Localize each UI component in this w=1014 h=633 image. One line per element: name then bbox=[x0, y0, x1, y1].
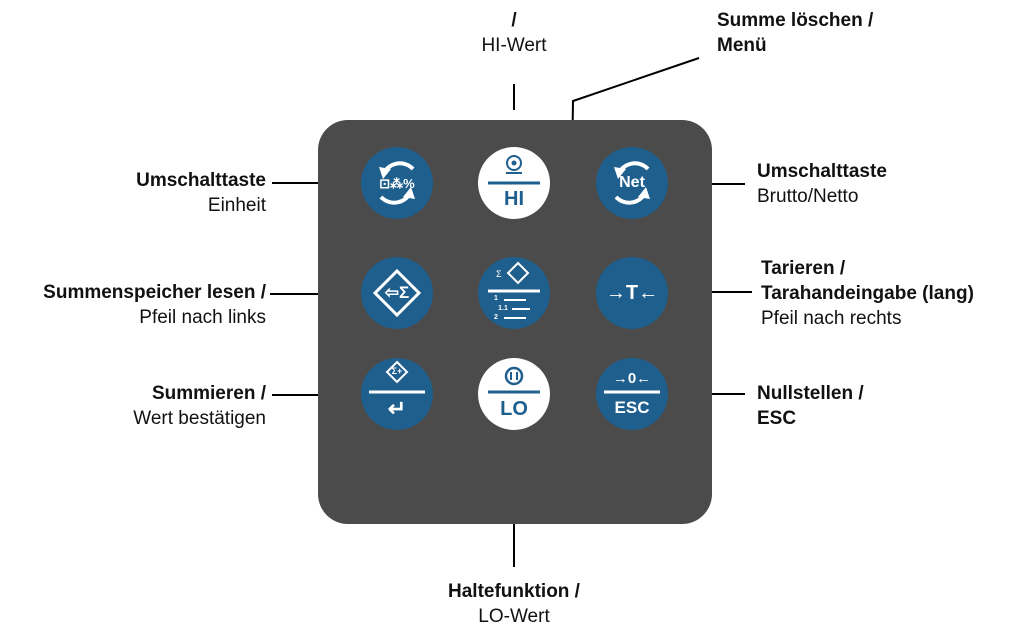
zero-glyph: →0← bbox=[612, 370, 652, 387]
hi-button[interactable]: HI bbox=[478, 147, 550, 219]
lo-callout-desc: LO-Wert bbox=[478, 606, 550, 627]
net-callout-desc: Brutto/Netto bbox=[757, 186, 859, 207]
zero-esc-button[interactable]: →0← ESC bbox=[596, 358, 668, 430]
unit-callout: Umschalttaste Einheit bbox=[60, 168, 266, 218]
svg-text:Σ: Σ bbox=[496, 269, 502, 279]
sum-button[interactable]: Σ+ ↵ bbox=[361, 358, 433, 430]
sum-read-button[interactable]: ⇦Σ bbox=[361, 257, 433, 329]
net-toggle-button[interactable]: Net bbox=[596, 147, 668, 219]
unit-callout-desc: Einheit bbox=[207, 195, 266, 216]
lo-callout-title: Haltefunktion / bbox=[448, 581, 580, 602]
tare-callout: Tarieren / Tarahandeingabe (lang) Pfeil … bbox=[761, 256, 974, 331]
sum-read-callout-title: Summenspeicher lesen / bbox=[43, 282, 266, 303]
sum-read-glyph: ⇦Σ bbox=[384, 283, 410, 302]
sum-read-callout: Summenspeicher lesen / Pfeil nach links bbox=[4, 280, 266, 330]
net-callout-title: Umschalttaste bbox=[757, 161, 887, 182]
zero-callout: Nullstellen / ESC bbox=[757, 381, 864, 431]
tare-button[interactable]: →T← bbox=[596, 257, 668, 329]
esc-label: ESC bbox=[614, 398, 650, 417]
zero-icon bbox=[604, 390, 660, 394]
hi-callout: / HI-Wert bbox=[464, 8, 564, 58]
net-glyph: Net bbox=[619, 174, 645, 191]
unit-callout-title: Umschalttaste bbox=[136, 170, 266, 191]
hi-callout-desc: HI-Wert bbox=[481, 35, 547, 56]
menu-level-1-1: 1.1 bbox=[498, 305, 508, 312]
lo-label: LO bbox=[500, 398, 528, 420]
menu-callout-line1: Summe löschen / bbox=[717, 10, 874, 31]
unit-glyph: ⊡⁂% bbox=[379, 176, 415, 191]
hi-callout-title: / bbox=[511, 10, 517, 31]
zero-callout-line1: Nullstellen / bbox=[757, 383, 864, 404]
sum-callout-desc: Wert bestätigen bbox=[133, 408, 266, 429]
unit-toggle-button[interactable]: ⊡⁂% bbox=[361, 147, 433, 219]
sum-read-icon bbox=[372, 268, 422, 318]
hi-label: HI bbox=[504, 188, 524, 210]
hold-icon bbox=[488, 366, 540, 394]
sum-add-icon bbox=[369, 360, 425, 394]
menu-callout: Summe löschen / Menü bbox=[717, 8, 873, 58]
tare-callout-desc: Pfeil nach rechts bbox=[761, 308, 902, 329]
menu-level-1: 1 bbox=[494, 295, 498, 302]
sum-menu-icon: Σ bbox=[488, 261, 540, 319]
enter-icon: ↵ bbox=[387, 396, 407, 421]
sum-callout: Summieren / Wert bestätigen bbox=[60, 381, 266, 431]
zero-callout-line2: ESC bbox=[757, 408, 797, 429]
sum-clear-menu-button[interactable]: Σ 1 1.1 2 bbox=[478, 257, 550, 329]
menu-callout-line2: Menü bbox=[717, 35, 767, 56]
target-icon bbox=[488, 155, 540, 185]
sum-callout-title: Summieren / bbox=[151, 383, 266, 404]
unit-cycle-icon bbox=[379, 161, 415, 205]
net-callout: Umschalttaste Brutto/Netto bbox=[757, 159, 887, 209]
net-cycle-icon bbox=[614, 161, 650, 205]
sum-add-glyph: Σ+ bbox=[391, 366, 403, 376]
tare-glyph: →T← bbox=[605, 282, 659, 304]
tare-callout-line1: Tarieren / bbox=[761, 258, 846, 279]
lo-hold-button[interactable]: LO bbox=[478, 358, 550, 430]
sum-read-callout-desc: Pfeil nach links bbox=[139, 307, 266, 328]
menu-level-2: 2 bbox=[494, 314, 498, 321]
tare-callout-line2: Tarahandeingabe (lang) bbox=[761, 283, 974, 304]
lo-callout: Haltefunktion / LO-Wert bbox=[414, 579, 614, 629]
